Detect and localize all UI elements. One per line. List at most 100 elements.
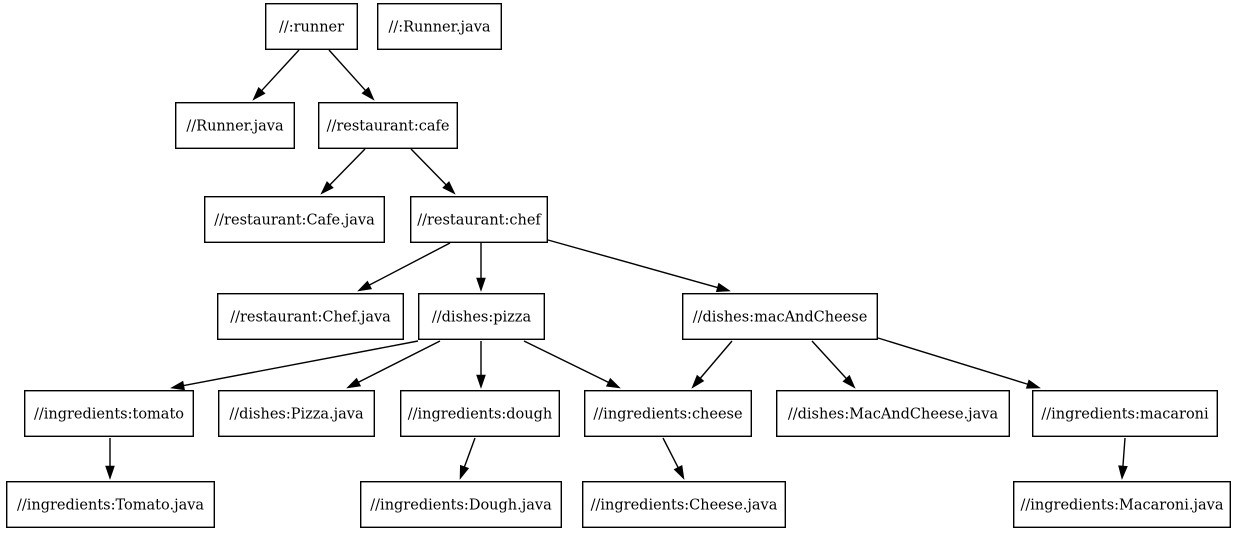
node-box[interactable] bbox=[5, 481, 216, 529]
edge-line bbox=[463, 437, 476, 469]
graph-edge bbox=[346, 340, 441, 389]
graph-node[interactable]: //Runner.java bbox=[174, 101, 295, 149]
graph-node[interactable]: //ingredients:Tomato.java bbox=[5, 481, 216, 529]
graph-edge bbox=[252, 49, 300, 101]
node-label: //ingredients:Macaroni.java bbox=[1020, 498, 1223, 514]
edge-arrowhead bbox=[605, 377, 621, 389]
node-box[interactable] bbox=[318, 101, 459, 149]
graph-edge bbox=[811, 340, 856, 389]
edge-line bbox=[356, 340, 441, 384]
graph-node[interactable]: //ingredients:Macaroni.java bbox=[1013, 481, 1232, 529]
node-box[interactable] bbox=[410, 195, 549, 243]
edge-arrowhead bbox=[361, 86, 375, 101]
graph-edge bbox=[662, 437, 685, 480]
graph-node[interactable]: //restaurant:Chef.java bbox=[216, 293, 405, 341]
edge-line bbox=[877, 337, 1030, 386]
edge-arrowhead bbox=[442, 181, 456, 195]
graph-edge bbox=[328, 49, 375, 101]
edge-line bbox=[260, 49, 300, 93]
graph-node[interactable]: //ingredients:cheese bbox=[584, 390, 753, 438]
graph-edge bbox=[1118, 437, 1128, 480]
graph-node[interactable]: //dishes:macAndCheese bbox=[682, 293, 879, 341]
edge-line bbox=[811, 340, 848, 380]
edge-line bbox=[662, 437, 680, 470]
node-label: //:Runner.java bbox=[388, 20, 490, 36]
edge-line bbox=[410, 148, 448, 187]
graph-edge bbox=[523, 340, 621, 389]
edge-arrowhead bbox=[170, 380, 185, 391]
graph-edge bbox=[547, 239, 731, 293]
graph-node[interactable]: //dishes:MacAndCheese.java bbox=[776, 390, 1011, 438]
node-label: //restaurant:Chef.java bbox=[230, 310, 391, 326]
edge-arrowhead bbox=[1118, 465, 1128, 480]
node-box[interactable] bbox=[24, 390, 195, 438]
edge-line bbox=[698, 340, 733, 380]
node-box[interactable] bbox=[377, 3, 503, 50]
node-box[interactable] bbox=[776, 390, 1011, 438]
edge-arrowhead bbox=[715, 282, 731, 293]
graph-node[interactable]: //dishes:Pizza.java bbox=[217, 390, 376, 438]
node-box[interactable] bbox=[584, 390, 753, 438]
node-label: //ingredients:Tomato.java bbox=[17, 498, 204, 514]
node-label: //restaurant:cafe bbox=[327, 119, 450, 135]
edge-line bbox=[328, 49, 367, 92]
graph-node[interactable]: //restaurant:chef bbox=[410, 195, 549, 243]
graph-edge bbox=[476, 243, 486, 292]
edge-arrowhead bbox=[842, 374, 856, 389]
node-label: //Runner.java bbox=[186, 119, 284, 135]
node-label: //ingredients:Dough.java bbox=[370, 498, 552, 514]
node-label: //dishes:MacAndCheese.java bbox=[788, 407, 999, 423]
edge-arrowhead bbox=[105, 465, 115, 480]
edge-arrowhead bbox=[691, 374, 705, 389]
graph-node[interactable]: //restaurant:Cafe.java bbox=[203, 195, 386, 243]
graph-node[interactable]: //dishes:pizza bbox=[418, 293, 546, 341]
edge-line bbox=[367, 242, 451, 287]
edge-arrowhead bbox=[476, 277, 486, 292]
graph-edge bbox=[105, 438, 115, 480]
edge-arrowhead bbox=[357, 280, 373, 292]
node-box[interactable] bbox=[265, 3, 359, 50]
graph-node[interactable]: //ingredients:dough bbox=[400, 390, 561, 438]
edge-line bbox=[1122, 437, 1126, 468]
node-box[interactable] bbox=[400, 390, 561, 438]
node-box[interactable] bbox=[582, 481, 787, 529]
node-box[interactable] bbox=[418, 293, 546, 341]
graph-edge bbox=[410, 148, 456, 195]
graph-edges-layer bbox=[105, 49, 1128, 480]
node-label: //ingredients:Cheese.java bbox=[591, 498, 778, 514]
graph-node[interactable]: //ingredients:tomato bbox=[24, 390, 195, 438]
node-box[interactable] bbox=[1031, 390, 1218, 438]
graph-nodes-layer: //:runner //:Runner.java //Runner.java //re… bbox=[5, 3, 1232, 529]
edge-line bbox=[547, 239, 720, 289]
edge-arrowhead bbox=[476, 374, 486, 389]
node-box[interactable] bbox=[217, 390, 376, 438]
edge-line bbox=[328, 148, 366, 187]
edge-arrowhead bbox=[346, 377, 362, 389]
graph-node[interactable]: //restaurant:cafe bbox=[318, 101, 459, 149]
graph-node[interactable]: //ingredients:macaroni bbox=[1031, 390, 1218, 438]
graph-edge bbox=[357, 242, 451, 292]
node-box[interactable] bbox=[682, 293, 879, 341]
node-box[interactable] bbox=[203, 195, 386, 243]
node-label: //ingredients:dough bbox=[408, 407, 553, 423]
graph-node[interactable]: //:runner bbox=[265, 3, 359, 50]
node-box[interactable] bbox=[1013, 481, 1232, 529]
node-label: //restaurant:chef bbox=[417, 213, 542, 229]
graph-node[interactable]: //:Runner.java bbox=[377, 3, 503, 50]
node-label: //ingredients:macaroni bbox=[1041, 407, 1209, 423]
edge-line bbox=[182, 340, 419, 387]
node-box[interactable] bbox=[360, 481, 563, 529]
edge-arrowhead bbox=[320, 181, 334, 195]
graph-edge bbox=[691, 340, 733, 389]
node-label: //:runner bbox=[279, 20, 344, 36]
graph-node[interactable]: //ingredients:Dough.java bbox=[360, 481, 563, 529]
node-box[interactable] bbox=[174, 101, 295, 149]
edge-arrowhead bbox=[252, 86, 266, 101]
node-label: //dishes:Pizza.java bbox=[229, 407, 364, 423]
graph-edge bbox=[476, 341, 486, 389]
graph-node[interactable]: //ingredients:Cheese.java bbox=[582, 481, 787, 529]
node-box[interactable] bbox=[216, 293, 405, 341]
edge-line bbox=[523, 340, 610, 384]
